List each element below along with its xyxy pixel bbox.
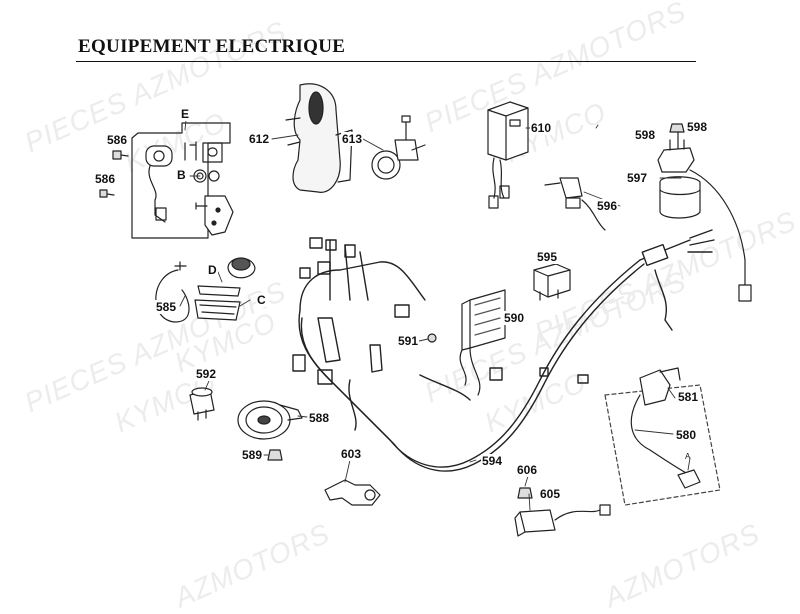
part-label-597: 597: [626, 171, 649, 185]
part-label-595: 595: [536, 250, 559, 264]
rectifier-unit: [514, 504, 611, 537]
part-label-589: 589: [241, 448, 264, 462]
part-label-612: 612: [248, 132, 271, 146]
part-label-580: 580: [675, 428, 698, 442]
voltage-regulator: [459, 289, 506, 396]
part-label-586b: 586: [94, 172, 117, 186]
fuse-holder: [544, 177, 606, 231]
part-label-585: 585: [155, 300, 178, 314]
screw-icon: [99, 150, 129, 198]
part-label-A: A: [685, 452, 691, 461]
part-label-592: 592: [195, 367, 218, 381]
part-label-581: 581: [677, 390, 700, 404]
part-label-610: 610: [530, 121, 553, 135]
headlight-switch-assembly: [155, 257, 256, 323]
part-label-E: E: [180, 107, 191, 121]
part-label-606: 606: [516, 463, 539, 477]
starter-relay: [657, 123, 752, 302]
part-label-586a: 586: [106, 133, 129, 147]
part-label-603: 603: [340, 447, 363, 461]
part-label-590: 590: [503, 311, 526, 325]
ignition-switch-kit: [131, 122, 234, 239]
nut-icon: [267, 449, 283, 461]
exploded-parts-diagram: [99, 83, 752, 537]
bolt-icon: [427, 333, 437, 343]
nut-icon: [517, 487, 533, 499]
part-label-594: 594: [481, 454, 504, 468]
key-switch-connector: [371, 115, 426, 180]
flasher-relay: [189, 387, 215, 421]
part-label-B: B: [176, 168, 187, 182]
part-label-C: C: [256, 293, 267, 307]
part-label-598b: 598: [686, 120, 709, 134]
horn: [237, 400, 303, 440]
part-label-596: 596: [596, 199, 619, 213]
part-label-598a: 598: [634, 128, 657, 142]
main-wiring-harness: [292, 229, 715, 472]
relay: [533, 263, 571, 301]
part-label-605: 605: [539, 487, 562, 501]
ignition-coil-assembly: [604, 367, 721, 506]
cable-protector: [285, 83, 353, 193]
part-label-588: 588: [308, 411, 331, 425]
title-underline: [76, 61, 696, 62]
cdi-unit: [487, 101, 529, 209]
mounting-bracket: [324, 479, 381, 506]
page-title: EQUIPEMENT ELECTRIQUE: [78, 36, 346, 57]
part-label-D: D: [207, 263, 218, 277]
part-label-613: 613: [341, 132, 364, 146]
part-label-591: 591: [397, 334, 420, 348]
